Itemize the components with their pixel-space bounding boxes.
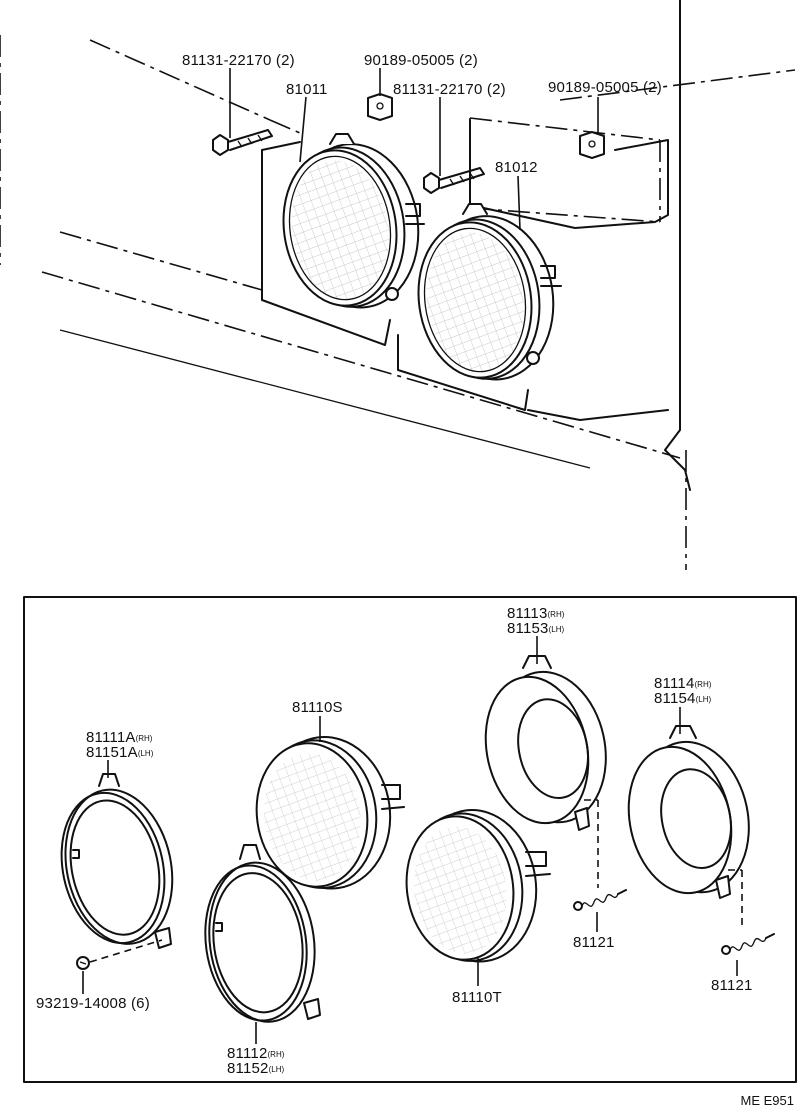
adjusting-spring-81121-b [721,933,775,955]
bottom-leader-lines [82,636,738,1044]
label-body-81153: 81153(LH) [507,620,565,637]
diagram-code: ME E951 [740,1093,794,1108]
label-body-81154: 81154(LH) [654,690,712,707]
label-body-81113: 81113(RH) [507,605,565,622]
label-ring-81112: 81112(RH) [227,1045,285,1062]
label-spring-81121-b: 81121 [711,977,753,994]
label-headlamp-81012: 81012 [495,159,538,176]
label-spring-81121-a: 81121 [573,934,615,951]
label-ring-81111a: 81111A(RH) [86,729,153,746]
adjusting-spring-81121-a [573,889,627,911]
label-screw-81131-left: 81131-22170 (2) [182,52,295,69]
clip-right [579,131,605,159]
detail-box-frame [23,596,797,1083]
label-ring-81152: 81152(LH) [227,1060,285,1077]
retaining-ring-81111a [60,773,174,949]
label-unit-81110t: 81110T [452,989,502,1006]
headlamp-81012 [417,203,562,381]
label-unit-81110s: 81110S [292,699,343,716]
headlamp-81011 [282,133,425,309]
screw-93219 [76,956,90,970]
screw-right [423,167,485,194]
top-leader-lines [229,68,599,231]
sealed-beam-81110t [405,809,551,963]
label-clip-90189-right: 90189-05005 (2) [548,79,662,96]
sealed-beam-81110s [255,736,405,890]
mounting-body-81114 [627,725,750,899]
screw-left [212,129,273,156]
label-screw-81131-right: 81131-22170 (2) [393,81,506,98]
label-body-81114: 81114(RH) [654,675,712,692]
label-clip-90189-left: 90189-05005 (2) [364,52,478,69]
label-screw-93219: 93219-14008 (6) [36,995,150,1012]
label-ring-81151a: 81151A(LH) [86,744,154,761]
retaining-ring-81112 [204,844,321,1023]
clip-left [367,93,393,121]
label-headlamp-81011: 81011 [286,81,328,98]
mounting-body-81113 [484,655,607,831]
